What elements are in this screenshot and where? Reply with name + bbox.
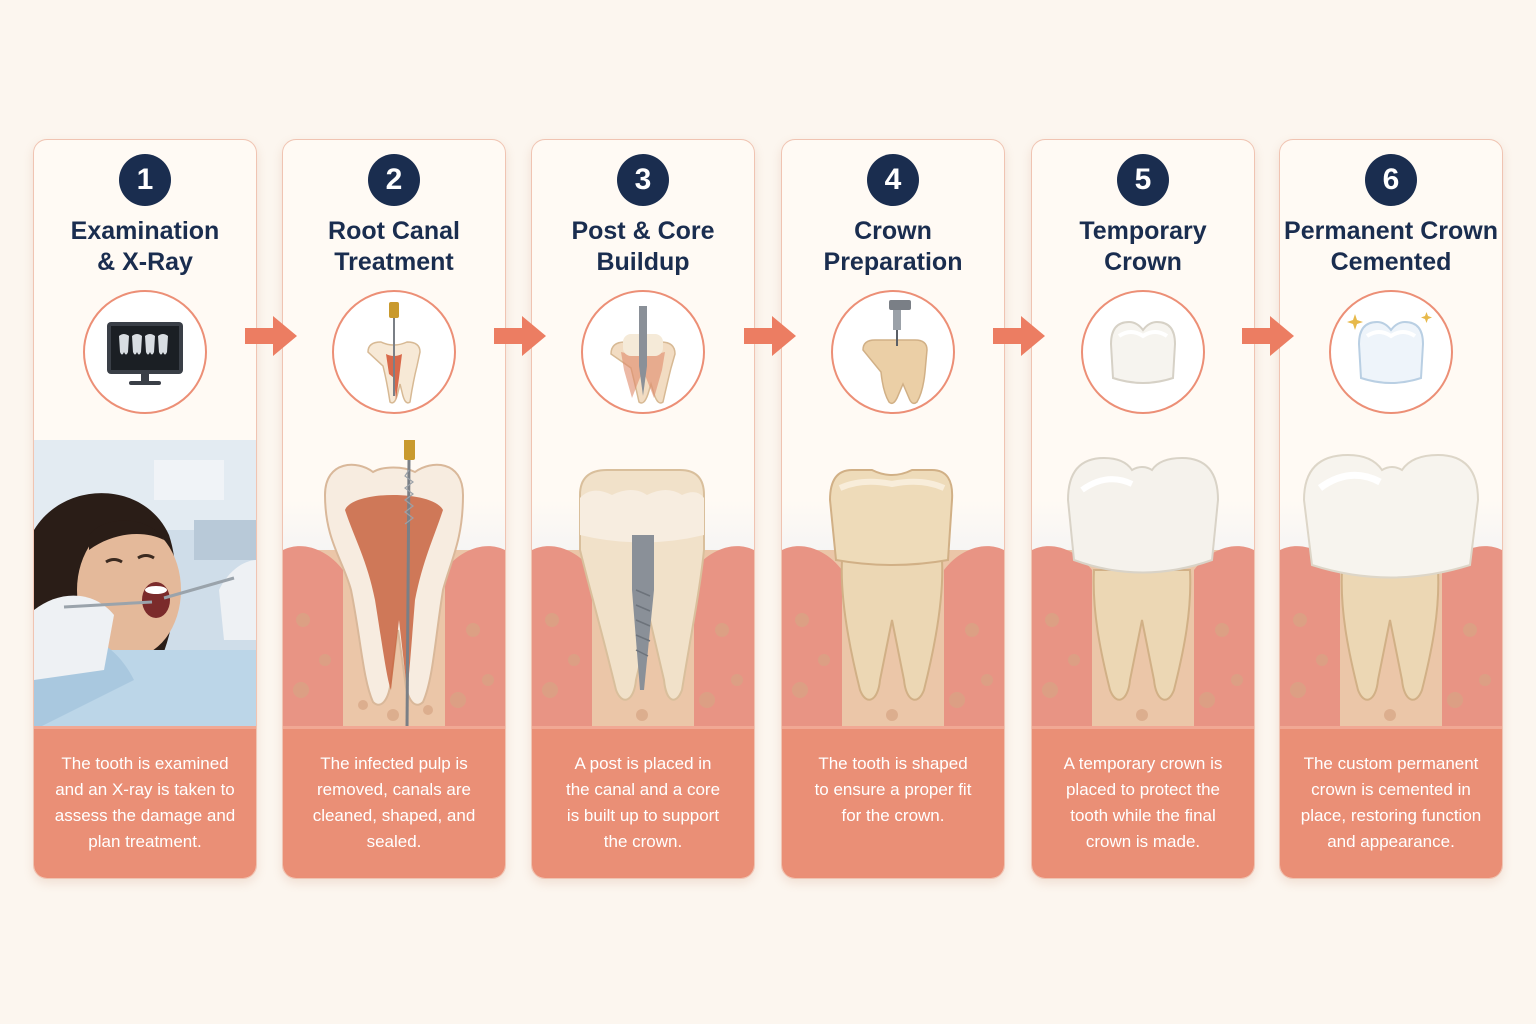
step-description: The tooth is shaped to ensure a proper f… bbox=[782, 726, 1004, 878]
root-canal-illustration bbox=[283, 430, 505, 735]
arrow-right-icon bbox=[744, 316, 796, 356]
step-card-5: 5 Temporary Crown bbox=[1031, 139, 1255, 879]
step-card-4: 4 Crown Preparation bbox=[781, 139, 1005, 879]
step-card-1: 1 Examination & X-Ray bbox=[33, 139, 257, 879]
step-title: Temporary Crown bbox=[1079, 217, 1207, 276]
step-title: Crown Preparation bbox=[823, 217, 963, 276]
step-title: Post & Core Buildup bbox=[571, 217, 715, 276]
step-title: Permanent Crown Cemented bbox=[1284, 217, 1498, 276]
step-card-3: 3 Post & Core Buildup bbox=[531, 139, 755, 879]
step-number-badge: 3 bbox=[617, 154, 669, 206]
step-description: The tooth is examined and an X-ray is ta… bbox=[34, 726, 256, 878]
post-core-illustration bbox=[532, 440, 754, 735]
step-description: A post is placed in the canal and a core… bbox=[532, 726, 754, 878]
sparkling-crown-icon bbox=[1329, 290, 1453, 414]
crown-prep-illustration bbox=[782, 440, 1004, 735]
post-core-icon bbox=[581, 290, 705, 414]
step-number-badge: 5 bbox=[1117, 154, 1169, 206]
step-title: Root Canal Treatment bbox=[328, 217, 460, 276]
xray-monitor-icon bbox=[83, 290, 207, 414]
step-title: Examination & X-Ray bbox=[70, 217, 220, 276]
step-number-badge: 6 bbox=[1365, 154, 1417, 206]
step-description: The infected pulp is removed, canals are… bbox=[283, 726, 505, 878]
step-description: A temporary crown is placed to protect t… bbox=[1032, 726, 1254, 878]
step-card-6: 6 Permanent Crown Cemented bbox=[1279, 139, 1503, 879]
arrow-right-icon bbox=[245, 316, 297, 356]
permanent-crown-illustration bbox=[1280, 440, 1502, 735]
temporary-crown-illustration bbox=[1032, 440, 1254, 735]
arrow-right-icon bbox=[993, 316, 1045, 356]
patient-exam-photo bbox=[34, 440, 256, 735]
step-number-badge: 1 bbox=[119, 154, 171, 206]
temporary-crown-icon bbox=[1081, 290, 1205, 414]
step-card-2: 2 Root Canal Treatment bbox=[282, 139, 506, 879]
dental-drill-icon bbox=[831, 290, 955, 414]
endodontic-file-icon bbox=[332, 290, 456, 414]
step-number-badge: 2 bbox=[368, 154, 420, 206]
arrow-right-icon bbox=[494, 316, 546, 356]
step-description: The custom permanent crown is cemented i… bbox=[1280, 726, 1502, 878]
arrow-right-icon bbox=[1242, 316, 1294, 356]
step-number-badge: 4 bbox=[867, 154, 919, 206]
